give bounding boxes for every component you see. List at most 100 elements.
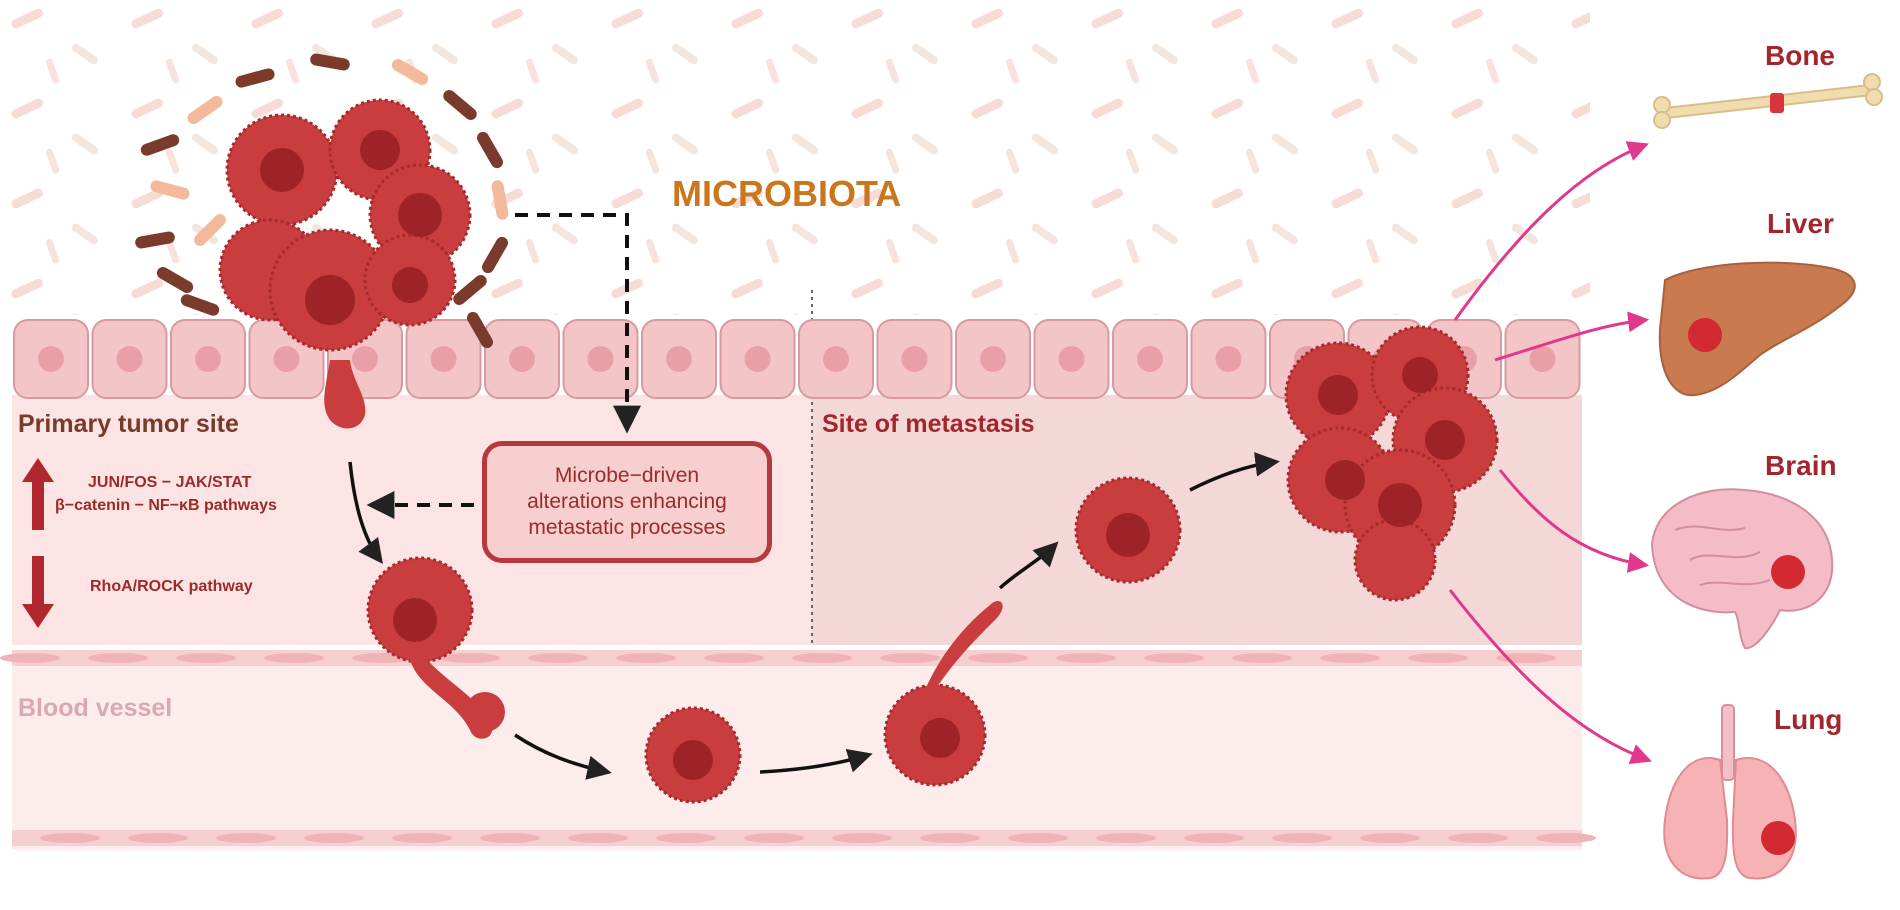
extravasating-cell (883, 600, 1003, 787)
colonizing-cell (1074, 476, 1182, 584)
epithelial-cell (641, 319, 717, 399)
dashed-arrow-to-box (515, 213, 641, 434)
bacterium (135, 231, 175, 249)
liver-icon (1658, 261, 1856, 397)
endothelial-cell-top (0, 653, 60, 663)
bacterium (150, 180, 190, 200)
organ-label-liver: Liver (1767, 208, 1834, 239)
epithelial-cell (955, 319, 1031, 399)
endothelial-cell-bottom (1536, 833, 1596, 843)
downregulation-arrow (22, 556, 54, 628)
blood-vessel (12, 650, 1582, 850)
endothelial-cell-bottom (1360, 833, 1420, 843)
downregulated-pathway: RhoA/ROCK pathway (90, 578, 253, 595)
primary-tumor (218, 98, 472, 429)
epithelial-cell (405, 319, 482, 399)
arrow-to-bone (1453, 141, 1649, 321)
bacterium (156, 267, 194, 293)
endothelial-cell-top (1232, 653, 1292, 663)
endothelial-cell-top (1144, 653, 1204, 663)
bacterium (477, 131, 503, 169)
endothelial-cell-bottom (1096, 833, 1156, 843)
progression-arrow-3 (759, 748, 873, 774)
progression-arrow-2 (514, 733, 612, 780)
endothelial-cell-top (1056, 653, 1116, 663)
endothelial-cell-bottom (216, 833, 276, 843)
endothelial-cell-bottom (128, 833, 188, 843)
bacterium (467, 311, 493, 349)
endothelial-cell-top (1408, 653, 1468, 663)
organ-label-bone: Bone (1765, 40, 1835, 71)
endothelial-cell-bottom (1008, 833, 1068, 843)
circulating-tumor-cell (644, 706, 742, 804)
blood-vessel-label: Blood vessel (18, 694, 173, 722)
upregulated-pathways-line2: β−catenin − NF−κB pathways (55, 497, 277, 514)
bacterium (391, 59, 429, 85)
endothelial-cell-top (968, 653, 1028, 663)
endothelial-cell-top (1320, 653, 1380, 663)
endothelial-cell-bottom (392, 833, 452, 843)
brain-icon (1650, 488, 1834, 650)
endothelial-cell-top (704, 653, 764, 663)
endothelial-cell-bottom (656, 833, 716, 843)
bone-icon (1653, 73, 1883, 129)
endothelial-cell-bottom (832, 833, 892, 843)
arrow-to-brain (1498, 469, 1650, 573)
endothelial-cell-bottom (1272, 833, 1332, 843)
endothelial-cell-bottom (40, 833, 100, 843)
endothelial-cell-bottom (568, 833, 628, 843)
microbe-alterations-box: Microbe−driven alterations enhancing met… (482, 441, 772, 563)
epithelial-cell (1033, 319, 1110, 399)
progression-arrow-1 (348, 461, 383, 564)
endothelial-cell-top (792, 653, 852, 663)
bacterium (482, 236, 508, 274)
epithelial-cell (876, 319, 953, 399)
endothelial-cell-bottom (480, 833, 540, 843)
metastatic-tumor (1284, 325, 1499, 602)
invading-cell (366, 556, 505, 739)
progression-arrow-4 (998, 541, 1059, 590)
endothelial-cell-top (88, 653, 148, 663)
upregulation-arrow (22, 458, 54, 530)
epithelial-cell (91, 319, 168, 399)
endothelial-cell-bottom (1184, 833, 1244, 843)
bacterium (187, 95, 223, 125)
box-line-3: metastatic processes (528, 516, 726, 539)
epithelial-cell (719, 319, 796, 399)
metastasis-site-label: Site of metastasis (822, 410, 1035, 438)
endothelial-cell-bottom (920, 833, 980, 843)
endothelial-cells (0, 653, 1596, 843)
epithelial-cell (1190, 319, 1267, 399)
bacterium (310, 53, 350, 71)
endothelial-cell-top (440, 653, 500, 663)
endothelial-cell-top (528, 653, 588, 663)
epithelial-cell (1112, 319, 1188, 399)
endothelial-cell-top (880, 653, 940, 663)
bacterium (235, 68, 275, 88)
endothelial-cell-top (264, 653, 324, 663)
arrow-to-liver (1494, 311, 1650, 362)
epithelial-cell (484, 319, 560, 399)
microbiota-title: MICROBIOTA (672, 173, 902, 214)
primary-tumor-site-label: Primary tumor site (18, 410, 239, 438)
endothelial-cell-top (616, 653, 676, 663)
lung-icon (1663, 704, 1797, 880)
progression-arrow-5 (1189, 452, 1280, 492)
epithelial-cell (13, 319, 89, 399)
bacterium (180, 294, 220, 316)
endothelial-cell-bottom (1448, 833, 1508, 843)
epithelial-cell (798, 319, 874, 399)
upregulated-pathways-line1: JUN/FOS − JAK/STAT (88, 474, 252, 491)
endothelial-cell-bottom (744, 833, 804, 843)
epithelial-cell (562, 319, 639, 399)
bacterium (491, 180, 509, 220)
epithelial-cell (1504, 319, 1581, 399)
organ-label-brain: Brain (1765, 450, 1837, 481)
endothelial-cell-bottom (304, 833, 364, 843)
box-line-2: alterations enhancing (527, 490, 727, 513)
bacterium (453, 275, 487, 305)
bacterium (443, 90, 477, 120)
arrow-to-lung (1448, 589, 1652, 765)
